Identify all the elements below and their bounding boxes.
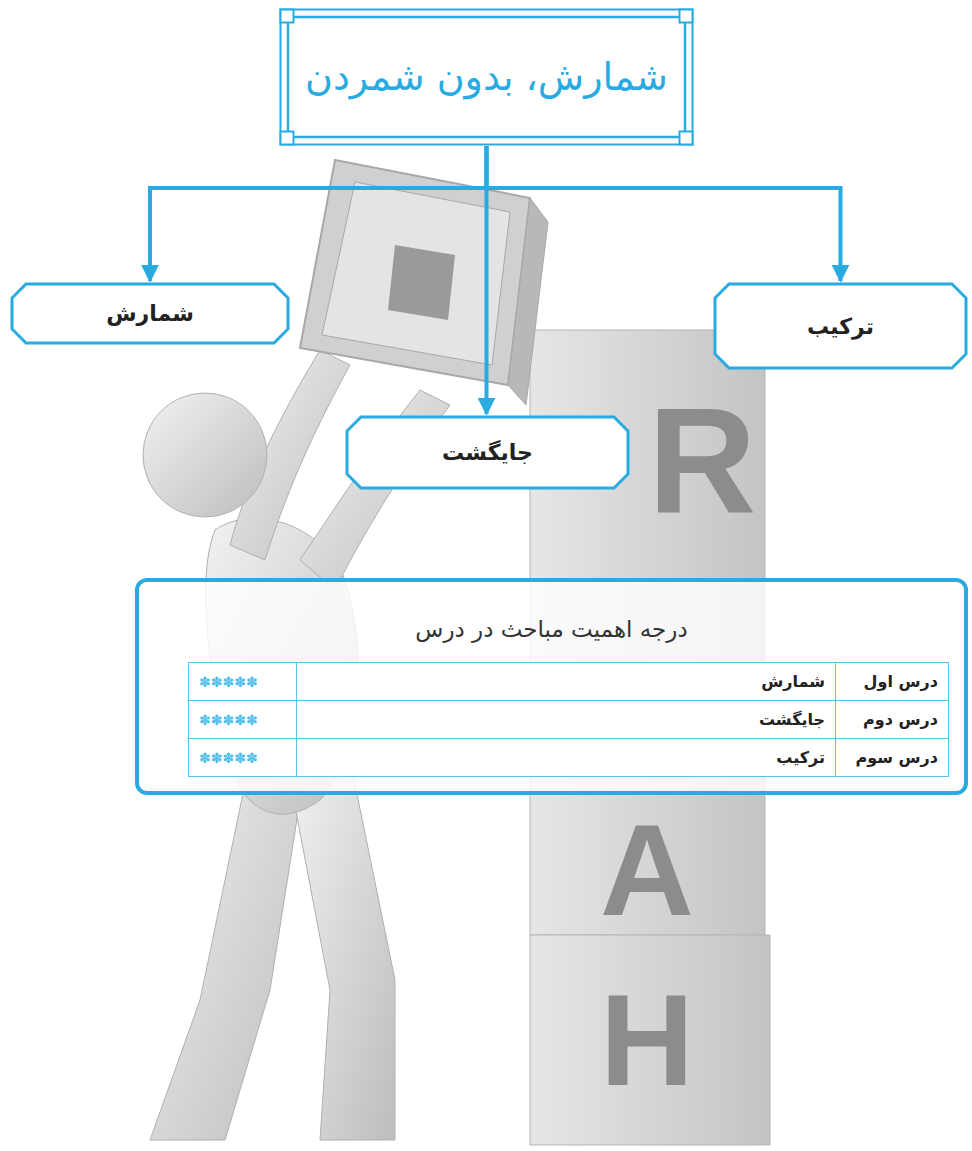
- figure-leg: [150, 760, 300, 1140]
- frame-corner: [680, 132, 693, 145]
- frame-corner: [680, 10, 693, 23]
- importance-panel: درجه اهمیت مباحث در درسدرس اولشمارش✽✽✽✽✽…: [135, 578, 968, 795]
- lesson-number: درس اول: [836, 663, 948, 700]
- lesson-number: درس سوم: [836, 739, 948, 776]
- block-letter: H: [600, 975, 694, 1105]
- topic-box: جایگشت: [345, 415, 630, 490]
- diagram-title: شمارش، بدون شمردن: [305, 55, 668, 99]
- topic-box-outline: [715, 284, 966, 368]
- held-cube: [300, 160, 530, 385]
- frame-corner: [281, 10, 294, 23]
- topic-label: شمارش: [106, 301, 194, 326]
- lesson-number: درس دوم: [836, 701, 948, 738]
- topic-label: ترکیب: [807, 314, 874, 339]
- branch-arrow: [485, 146, 489, 414]
- topic-name: ترکیب: [297, 739, 835, 776]
- topic-box-outline: [347, 417, 628, 488]
- figure-head: [143, 393, 267, 517]
- frame-corner: [281, 132, 294, 145]
- importance-stars: ✽✽✽✽✽: [189, 663, 296, 700]
- block-letter: A: [600, 805, 694, 935]
- importance-stars: ✽✽✽✽✽: [189, 739, 296, 776]
- topic-name: شمارش: [297, 663, 835, 700]
- topic-label: جایگشت: [442, 440, 533, 465]
- importance-table: درس اولشمارش✽✽✽✽✽درس دومجایگشت✽✽✽✽✽درس س…: [188, 662, 949, 777]
- held-cube-face: [322, 182, 510, 365]
- topic-box: ترکیب: [713, 282, 968, 370]
- frame-outer: [281, 10, 693, 145]
- topic-box-outline: [12, 284, 288, 343]
- topic-name: جایگشت: [297, 701, 835, 738]
- importance-stars: ✽✽✽✽✽: [189, 701, 296, 738]
- topic-box: شمارش: [10, 282, 290, 345]
- held-cube-side: [508, 198, 548, 405]
- branch-arrow: [487, 146, 841, 281]
- letter-block: [530, 935, 770, 1145]
- panel-heading: درجه اهمیت مباحث در درس: [415, 616, 687, 642]
- block-letter: R: [648, 385, 756, 535]
- cube-glyph: [388, 245, 455, 320]
- frame-inner: [288, 17, 685, 137]
- branch-arrow: [150, 146, 487, 281]
- figure-leg: [290, 760, 395, 1140]
- title-box: شمارش، بدون شمردن: [279, 8, 694, 146]
